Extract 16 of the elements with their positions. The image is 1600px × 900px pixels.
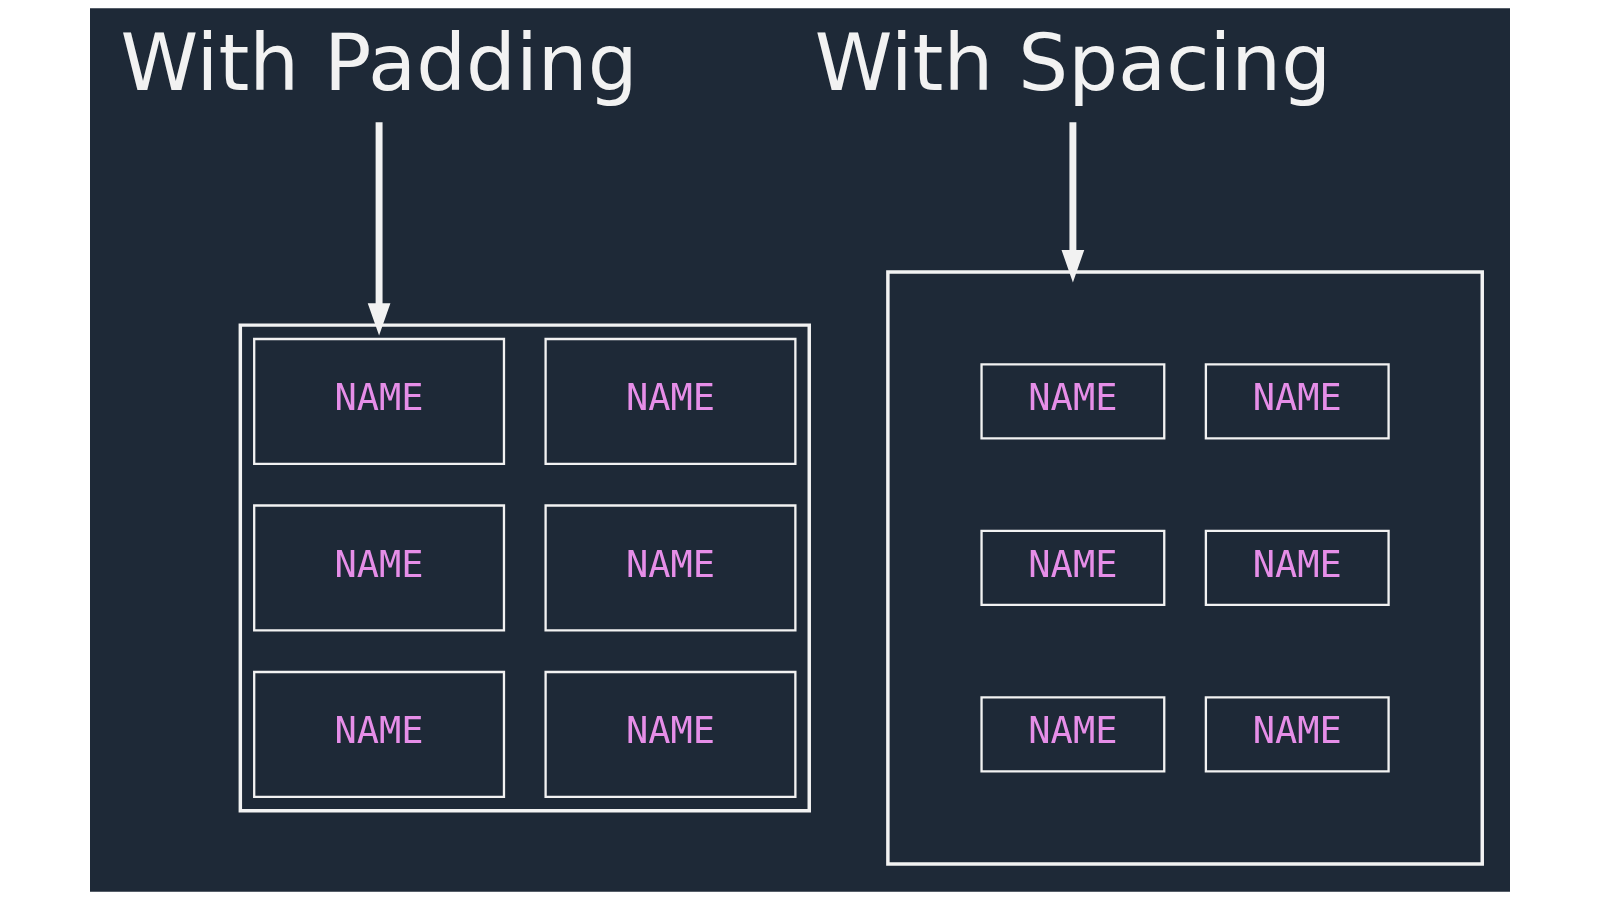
node-text: With Padding	[120, 16, 638, 109]
node-box: NAME	[1204, 696, 1390, 773]
node-box: NAME	[253, 670, 506, 799]
node-box: NAME	[1204, 529, 1390, 607]
node-box: NAME	[1204, 363, 1390, 440]
node-box: NAME	[253, 504, 506, 632]
node-box: NAME	[980, 696, 1166, 773]
node-box: NAME	[980, 529, 1166, 607]
node-text: With Spacing	[814, 16, 1332, 109]
cluster	[238, 323, 811, 813]
node-box: NAME	[544, 504, 797, 632]
node-box: NAME	[980, 363, 1166, 440]
cluster	[886, 270, 1484, 866]
node-box: NAME	[253, 337, 506, 466]
node-box: NAME	[544, 337, 797, 466]
node-box: NAME	[544, 670, 797, 799]
